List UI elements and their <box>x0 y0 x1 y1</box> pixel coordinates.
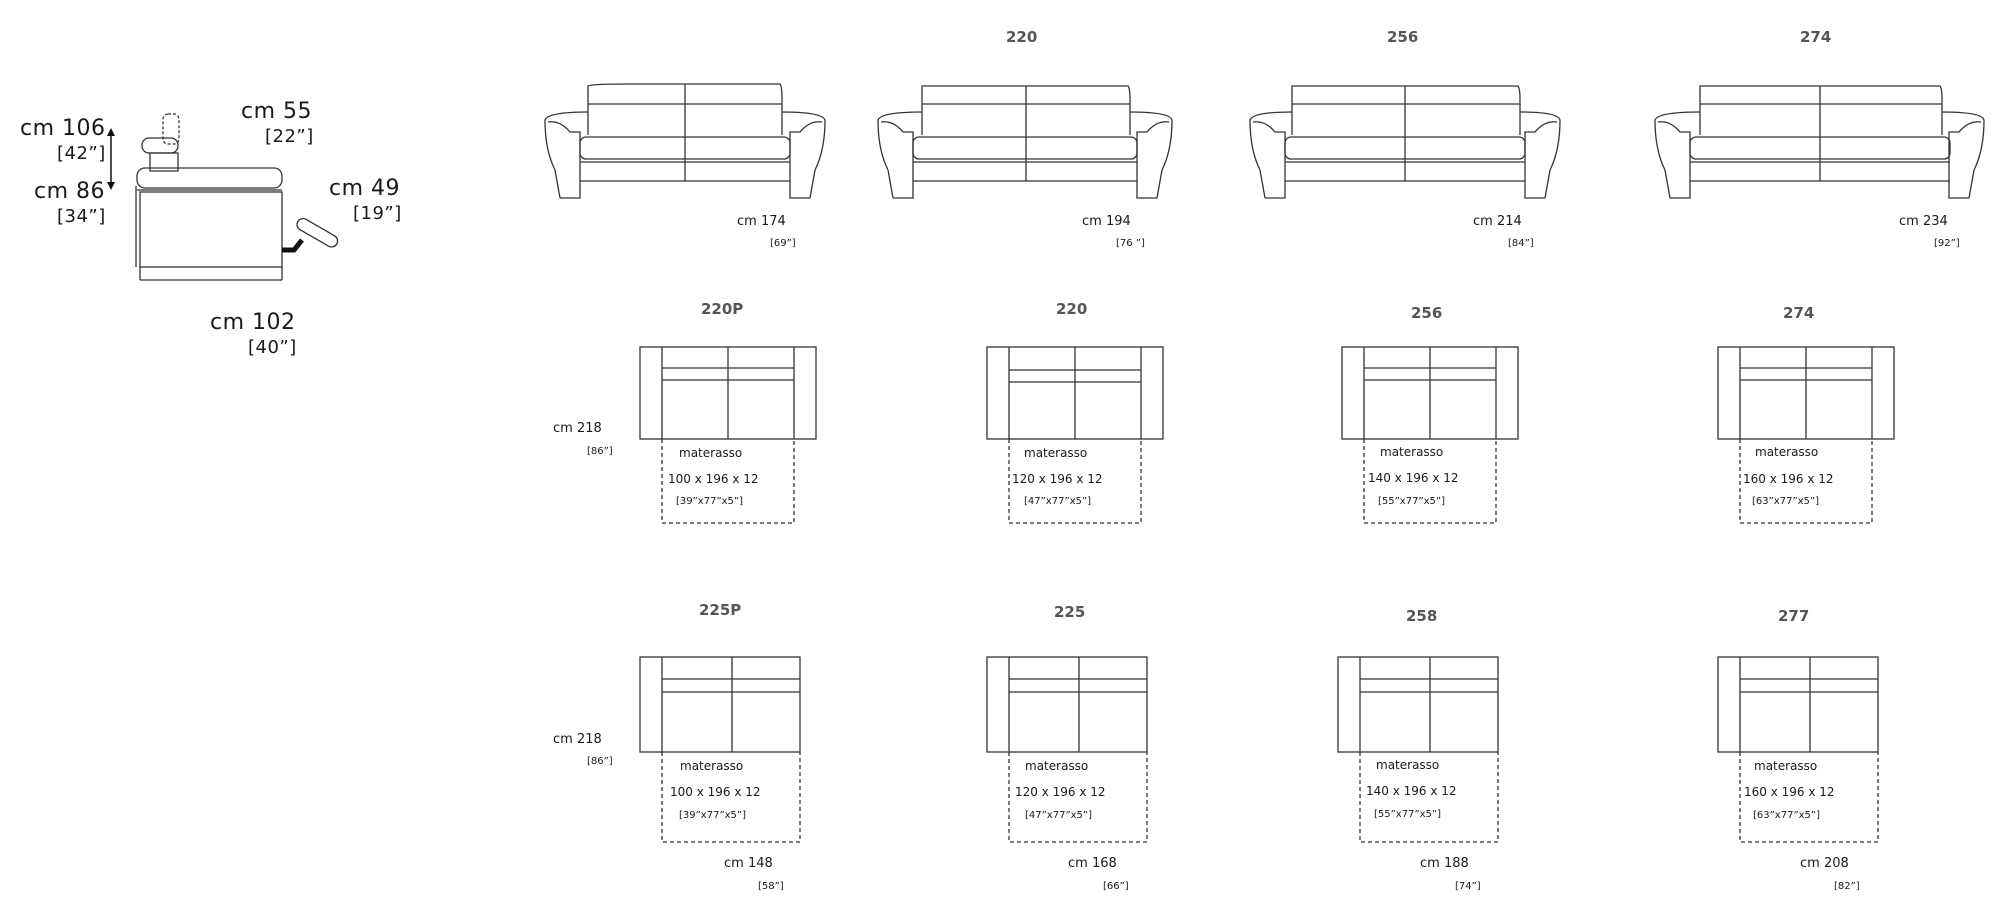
plan2-mattress-size-4: 160 x 196 x 12 <box>1744 785 1835 799</box>
front-width-3: cm 214 <box>1473 214 1522 229</box>
plan1-mattress-size-2: 120 x 196 x 12 <box>1012 472 1103 486</box>
plan2-mattress-in-4: [63”x77”x5”] <box>1753 810 1820 821</box>
height-min-label: cm 86 <box>34 179 106 204</box>
plan1-mattress-label-2: materasso <box>1024 446 1088 460</box>
plan2-width-1: cm 148 <box>724 856 773 871</box>
plan2-mattress-label-1: materasso <box>680 759 744 773</box>
plan1-code-3: 256 <box>1411 304 1443 322</box>
front-width-in-3: [84”] <box>1508 238 1534 249</box>
sofa-front-view-1 <box>544 83 826 199</box>
plan2-width-in-3: [74”] <box>1455 881 1481 892</box>
plan-view-220 <box>986 346 1164 524</box>
plan2-width-4: cm 208 <box>1800 856 1849 871</box>
plan1-mattress-in-4: [63”x77”x5”] <box>1752 496 1819 507</box>
plan2-mattress-in-2: [47”x77”x5”] <box>1025 810 1092 821</box>
plan1-mattress-in-1: [39”x77”x5”] <box>676 496 743 507</box>
plan2-width-3: cm 188 <box>1420 856 1469 871</box>
plan1-mattress-label-3: materasso <box>1380 445 1444 459</box>
plan2-depth-in: [86”] <box>587 756 613 767</box>
front-code-1: 220 <box>1006 28 1038 46</box>
plan2-mattress-size-2: 120 x 196 x 12 <box>1015 785 1106 799</box>
plan2-mattress-label-4: materasso <box>1754 759 1818 773</box>
height-max-inch-label: [42”] <box>57 143 106 164</box>
plan1-code-2: 220 <box>1056 300 1088 318</box>
plan-view-220P <box>639 346 817 524</box>
plan1-mattress-in-3: [55”x77”x5”] <box>1378 496 1445 507</box>
front-width-2: cm 194 <box>1082 214 1131 229</box>
sofa-front-view-4 <box>1654 85 1985 199</box>
headrest-inch-label: [22”] <box>265 126 314 147</box>
height-max-label: cm 106 <box>20 116 106 141</box>
plan-view-225 <box>986 656 1148 843</box>
plan2-depth: cm 218 <box>553 732 602 747</box>
sofa-front-view-3 <box>1249 85 1561 199</box>
front-code-3: 274 <box>1800 28 1832 46</box>
plan2-mattress-size-3: 140 x 196 x 12 <box>1366 784 1457 798</box>
plan1-mattress-size-3: 140 x 196 x 12 <box>1368 471 1459 485</box>
footrest-inch-label: [19”] <box>353 203 402 224</box>
plan-view-277 <box>1717 656 1879 843</box>
plan1-mattress-size-4: 160 x 196 x 12 <box>1743 472 1834 486</box>
plan-view-258 <box>1337 656 1499 843</box>
plan1-mattress-label-4: materasso <box>1755 445 1819 459</box>
plan2-width-in-1: [58”] <box>758 881 784 892</box>
plan2-code-4: 277 <box>1778 607 1810 625</box>
front-width-4: cm 234 <box>1899 214 1948 229</box>
plan1-code-1: 220P <box>701 300 744 318</box>
plan2-mattress-size-1: 100 x 196 x 12 <box>670 785 761 799</box>
plan2-code-1: 225P <box>699 601 742 619</box>
plan2-code-2: 225 <box>1054 603 1086 621</box>
plan2-mattress-in-3: [55”x77”x5”] <box>1374 809 1441 820</box>
depth-label: cm 102 <box>210 310 296 335</box>
front-code-2: 256 <box>1387 28 1419 46</box>
footrest-label: cm 49 <box>329 176 401 201</box>
plan-view-225P <box>639 656 801 843</box>
side-profile-drawing <box>107 113 339 281</box>
plan1-code-4: 274 <box>1783 304 1815 322</box>
depth-inch-label: [40”] <box>248 337 297 358</box>
sofa-front-view-2 <box>877 85 1173 199</box>
plan1-depth: cm 218 <box>553 421 602 436</box>
plan2-width-in-4: [82”] <box>1834 881 1860 892</box>
plan2-width-in-2: [66”] <box>1103 881 1129 892</box>
plan2-mattress-label-2: materasso <box>1025 759 1089 773</box>
plan1-mattress-in-2: [47”x77”x5”] <box>1024 496 1091 507</box>
plan1-mattress-label-1: materasso <box>679 446 743 460</box>
plan1-mattress-size-1: 100 x 196 x 12 <box>668 472 759 486</box>
plan-view-274 <box>1717 346 1895 524</box>
plan-view-256 <box>1341 346 1519 524</box>
front-width-in-4: [92”] <box>1934 238 1960 249</box>
plan2-mattress-in-1: [39”x77”x5”] <box>679 810 746 821</box>
front-width-in-2: [76 ”] <box>1116 238 1145 249</box>
plan1-depth-in: [86”] <box>587 446 613 457</box>
plan2-width-2: cm 168 <box>1068 856 1117 871</box>
height-min-inch-label: [34”] <box>57 206 106 227</box>
plan2-mattress-label-3: materasso <box>1376 758 1440 772</box>
plan2-code-3: 258 <box>1406 607 1438 625</box>
headrest-label: cm 55 <box>241 99 313 124</box>
front-width-1: cm 174 <box>737 214 786 229</box>
front-width-in-1: [69”] <box>770 238 796 249</box>
